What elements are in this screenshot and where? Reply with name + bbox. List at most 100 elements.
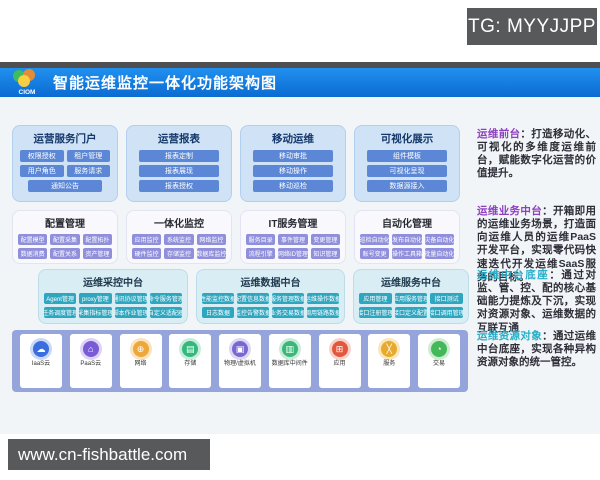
diagram-chip: 配置信息数据 bbox=[237, 293, 269, 304]
resource-card: ◔交易 bbox=[418, 334, 460, 388]
resource-label: PaaS云 bbox=[80, 361, 102, 367]
group-integrated-monitoring: 一体化监控 应用监控系统监控网络监控硬件监控存储监控数据库监控 bbox=[126, 210, 232, 264]
chip-list: 组件模板可视化呈现数据源接入 bbox=[367, 146, 447, 196]
diagram-chip: 移动审批 bbox=[253, 150, 333, 162]
diagram-chip: 知识管理 bbox=[310, 248, 340, 259]
diagram-chip: 操作工具箱 bbox=[392, 248, 422, 259]
annotation-resources: 运维资源对象：通过运维中台底座，实现各种异构资源对象的统一管控。 bbox=[477, 330, 596, 369]
chip-list: 配置模型配置采集配置拓扑数据消费配置关系资产管理 bbox=[13, 230, 117, 263]
annotation-label: 运维前台 bbox=[477, 128, 521, 140]
group-operation-portal: 运营服务门户 权限授权租户管理用户角色服务请求通知公告 bbox=[12, 125, 118, 202]
chip-list: 性能监控数据配置信息数据服务管理数据运维操作数据日志数据监控告警数据业务交易数据… bbox=[197, 289, 344, 322]
resource-card: ☁IaaS云 bbox=[20, 334, 62, 388]
diagram-chip: 事件管理 bbox=[278, 234, 308, 245]
diagram-chip: 业务交易数据 bbox=[272, 307, 304, 318]
group-operation-report: 运营报表 报表定制报表展现报表授权 bbox=[126, 125, 232, 202]
diagram-chip: 应用管理 bbox=[359, 293, 392, 304]
annotation-base: 运维中台底座：通过对监、管、控、配的核心基础能力提炼及下沉，实现对资源对象、运维… bbox=[477, 269, 596, 335]
diagram-chip: 服务请求 bbox=[66, 165, 110, 177]
resource-label: 数据库中间件 bbox=[271, 361, 308, 367]
diagram-chip: 变更管理 bbox=[310, 234, 340, 245]
diagram-chip: 报表展现 bbox=[139, 165, 219, 177]
architecture-diagram: CIOM 智能运维监控一体化功能架构图 运营服务门户 权限授权租户管理用户角色服… bbox=[0, 62, 600, 434]
diagram-chip: 存储监控 bbox=[164, 248, 194, 259]
diagram-chip: 配置关系 bbox=[50, 248, 80, 259]
diagram-chip: 巡检自动化 bbox=[360, 234, 390, 245]
group-visualization: 可视化展示 组件模板可视化呈现数据源接入 bbox=[354, 125, 460, 202]
network-globe-icon: ⊕ bbox=[132, 341, 149, 357]
diagram-chip: 采集指标管理 bbox=[79, 307, 112, 318]
annotation-text: ：通过运维中台底座，实现各种异构资源对象的统一管控。 bbox=[477, 330, 597, 369]
diagram-chip: 移动操作 bbox=[253, 165, 333, 177]
group-data-platform: 运维数据中台 性能监控数据配置信息数据服务管理数据运维操作数据日志数据监控告警数… bbox=[196, 269, 345, 324]
diagram-chip: 任务调度管理 bbox=[44, 307, 77, 318]
group-it-service-mgmt: IT服务管理 服务目录事件管理变更管理流程引擎网络ID管理知识管理 bbox=[240, 210, 346, 264]
diagram-chip: 系统监控 bbox=[164, 234, 194, 245]
paas-cloud-icon: ⌂ bbox=[82, 341, 99, 357]
annotation-label: 运维中台底座 bbox=[477, 269, 550, 281]
resource-label: IaaS云 bbox=[31, 361, 51, 367]
vm-server-icon: ▣ bbox=[232, 341, 248, 357]
database-middleware-icon: ▥ bbox=[281, 341, 298, 357]
diagram-chip: 应用监控 bbox=[132, 234, 162, 245]
diagram-chip: 日志数据 bbox=[202, 307, 234, 318]
diagram-chip: 自定义适配器 bbox=[149, 307, 182, 318]
service-tools-icon: ╳ bbox=[381, 341, 398, 357]
group-config-mgmt: 配置管理 配置模型配置采集配置拓扑数据消费配置关系资产管理 bbox=[12, 210, 118, 264]
diagram-chip: 接口调用管理 bbox=[430, 307, 463, 318]
diagram-chip: 服务管理数据 bbox=[272, 293, 304, 304]
group-automation-mgmt: 自动化管理 巡检自动化发布自动化灾备自动化账号变更操作工具箱批量自动化 bbox=[354, 210, 460, 264]
diagram-chip: 监控告警数据 bbox=[237, 307, 269, 318]
group-title: 运营服务门户 bbox=[33, 133, 97, 145]
diagram-chip: 配置模型 bbox=[18, 234, 48, 245]
resource-objects-bar: ☁IaaS云⌂PaaS云⊕网络▤存储▣物理/虚拟机▥数据库中间件⊞应用╳服务◔交… bbox=[12, 330, 468, 392]
group-title: 自动化管理 bbox=[382, 219, 432, 230]
diagram-chip: 调用链路数据 bbox=[307, 307, 339, 318]
chip-list: 应用监控系统监控网络监控硬件监控存储监控数据库监控 bbox=[127, 230, 231, 263]
site-watermark-label: www.cn-fishbattle.com bbox=[8, 439, 210, 470]
transaction-icon: ◔ bbox=[431, 341, 447, 357]
diagram-chip: 移动巡检 bbox=[253, 180, 333, 192]
diagram-chip: 灾备自动化 bbox=[424, 234, 454, 245]
resource-card: ⌂ PaaS云 bbox=[69, 334, 112, 388]
diagram-chip: 资产管理 bbox=[82, 248, 112, 259]
diagram-chip: 账号变更 bbox=[360, 248, 390, 259]
annotation-label: 运维业务中台 bbox=[477, 205, 543, 217]
diagram-chip: 接口注册管理 bbox=[359, 307, 392, 318]
diagram-chip: 流程引擎 bbox=[246, 248, 276, 259]
diagram-chip: 报表授权 bbox=[139, 180, 219, 192]
diagram-chip: 数据消费 bbox=[18, 248, 48, 259]
resource-label: 物理/虚拟机 bbox=[224, 361, 256, 367]
diagram-chip: 数据源接入 bbox=[367, 180, 447, 192]
diagram-chip: 硬件监控 bbox=[132, 248, 162, 259]
resource-card: ▥ 数据库中间件 bbox=[268, 334, 311, 388]
group-service-platform: 运维服务中台 应用管理应用服务管理接口测试接口注册管理接口定义配置接口调用管理 bbox=[353, 269, 469, 324]
diagram-chip: 脚本作业管理 bbox=[114, 307, 147, 318]
diagram-chip: 通讯协议管理 bbox=[114, 293, 147, 304]
diagram-title-bar: CIOM 智能运维监控一体化功能架构图 bbox=[0, 68, 600, 97]
chip-list: 服务目录事件管理变更管理流程引擎网络ID管理知识管理 bbox=[241, 230, 345, 263]
diagram-chip: 配置采集 bbox=[50, 234, 80, 245]
diagram-chip: 批量自动化 bbox=[424, 248, 454, 259]
group-title: 可视化展示 bbox=[380, 133, 434, 145]
diagram-chip: 性能监控数据 bbox=[202, 293, 234, 304]
chip-list: 应用管理应用服务管理接口测试接口注册管理接口定义配置接口调用管理 bbox=[354, 289, 468, 322]
diagram-chip: Agent管理 bbox=[44, 293, 77, 304]
annotation-business: 运维业务中台：开箱即用的运维业务场景，打造面向运维人员的运维PaaS开发平台，实… bbox=[477, 205, 596, 284]
resource-card: ▣ 物理/虚拟机 bbox=[219, 334, 261, 388]
group-mobile-ops: 移动运维 移动审批移动操作移动巡检 bbox=[240, 125, 346, 202]
logo-circle-yellow bbox=[18, 75, 30, 87]
group-title: 移动运维 bbox=[272, 133, 314, 145]
storage-icon: ▤ bbox=[182, 341, 199, 357]
annotation-front: 运维前台：打造移动化、可视化的多维度运维前台，赋能数字化运营的价值提升。 bbox=[477, 128, 596, 181]
app-grid-icon: ⊞ bbox=[331, 341, 348, 357]
diagram-chip: 应用服务管理 bbox=[394, 293, 428, 304]
resource-label: 网络 bbox=[134, 361, 147, 367]
diagram-chip: 命令服务管理 bbox=[149, 293, 182, 304]
resource-card: ╳服务 bbox=[368, 334, 411, 388]
chip-list: 权限授权租户管理用户角色服务请求通知公告 bbox=[13, 146, 117, 196]
group-title: 配置管理 bbox=[45, 219, 85, 230]
